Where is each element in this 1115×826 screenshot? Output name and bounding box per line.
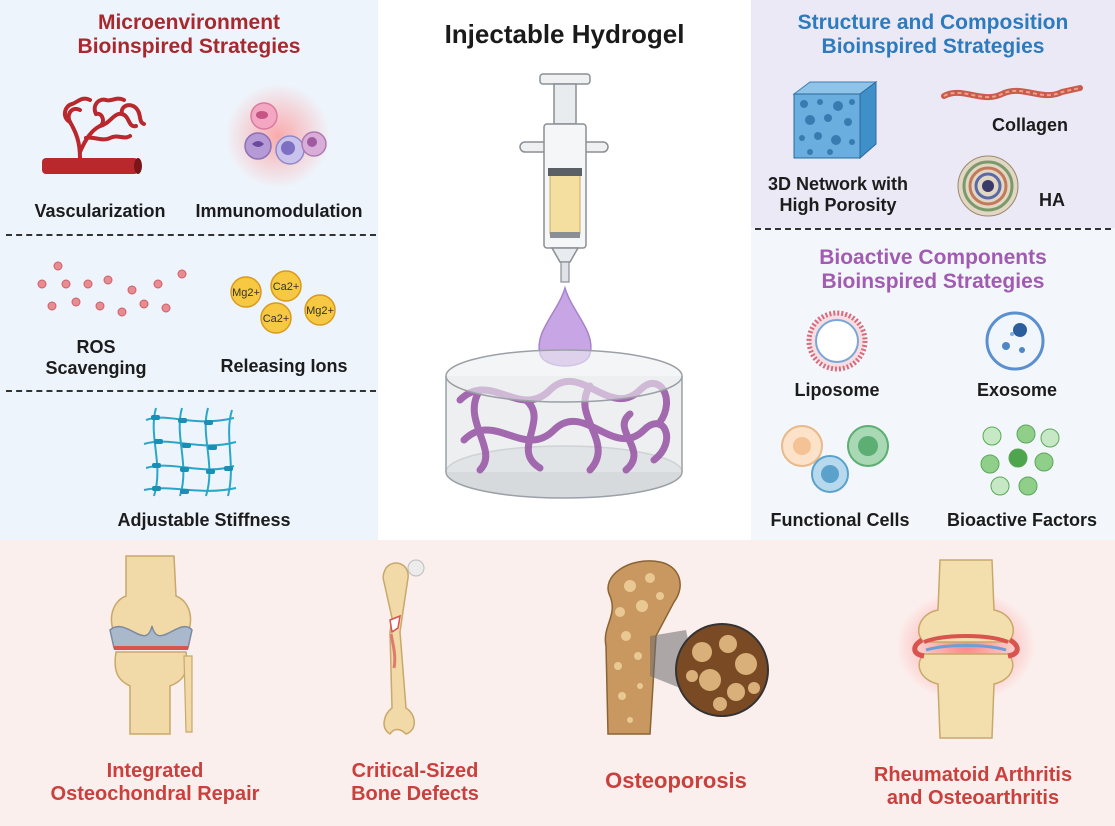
microenvironment-panel <box>0 0 378 540</box>
ros-particles-icon <box>37 261 187 317</box>
femur-defect-icon <box>382 559 425 736</box>
ion-mg-1-label: Mg2+ <box>232 287 260 299</box>
polymer-network-icon <box>143 407 237 497</box>
page-title: Injectable Hydrogel <box>444 19 685 49</box>
structure-heading: Structure and Composition Bioinspired St… <box>751 11 1115 59</box>
adjustable-stiffness-label: Adjustable Stiffness <box>117 510 291 530</box>
bioactive-factors-icon <box>980 424 1060 496</box>
osteoporotic-bone-icon <box>604 560 769 735</box>
osteoporosis-label: Osteoporosis <box>605 768 747 793</box>
functional-cells-icon <box>781 425 889 493</box>
micro-heading-line2: Bioinspired Strategies <box>77 35 301 59</box>
arthritis-label-line1: Rheumatoid Arthritis <box>873 764 1073 786</box>
syringe-hydrogel-icon <box>445 73 683 499</box>
arthritis-label-line2: and Osteoarthritis <box>886 787 1060 809</box>
right-divider <box>755 228 1111 230</box>
micro-divider-1 <box>6 234 376 236</box>
bioactive-heading: Bioactive Components Bioinspired Strateg… <box>751 246 1115 294</box>
ions-icon: Mg2+ Ca2+ Ca2+ Mg2+ <box>230 270 336 334</box>
functional-cells-label: Functional Cells <box>770 510 910 530</box>
structure-heading-line2: Bioinspired Strategies <box>821 35 1045 59</box>
vascularization-label: Vascularization <box>34 201 166 221</box>
porous-cube-icon <box>792 81 878 160</box>
network-label: 3D Network with High Porosity <box>752 174 924 215</box>
exosome-label: Exosome <box>976 380 1058 400</box>
micro-heading-line1: Microenvironment <box>97 11 281 34</box>
ros-label-line2: Scavenging <box>45 357 147 378</box>
bioactive-heading-line2: Bioinspired Strategies <box>821 270 1045 294</box>
ion-ca-1-label: Ca2+ <box>273 281 300 293</box>
ion-mg-2-label: Mg2+ <box>306 305 334 317</box>
collagen-label: Collagen <box>991 115 1068 135</box>
bioactive-heading-line1: Bioactive Components <box>819 246 1047 269</box>
structure-heading-line1: Structure and Composition <box>797 11 1069 34</box>
hyaluronic-acid-icon <box>957 155 1019 217</box>
collagen-fiber-icon <box>941 85 1083 101</box>
ion-ca-2 <box>260 302 292 334</box>
immunomodulation-label: Immunomodulation <box>195 201 363 221</box>
hydrogel-dish <box>445 349 683 499</box>
bone-defects-label: Critical-Sized Bone Defects <box>300 760 530 806</box>
immune-cells-icon <box>226 84 330 188</box>
osteochondral-label-line1: Integrated <box>106 760 204 782</box>
osteochondral-label-line2: Osteochondral Repair <box>50 783 260 805</box>
syringe-icon <box>519 73 609 283</box>
micro-heading: Microenvironment Bioinspired Strategies <box>0 11 378 59</box>
osteochondral-label: Integrated Osteochondral Repair <box>20 760 290 806</box>
arthritis-label: Rheumatoid Arthritis and Osteoarthritis <box>848 764 1098 810</box>
arthritic-joint-icon <box>896 559 1036 739</box>
liposome-label: Liposome <box>794 380 880 400</box>
bioactive-panel <box>751 228 1115 540</box>
knee-joint-icon <box>109 555 193 735</box>
network-label-line1: 3D Network with <box>767 174 909 194</box>
ion-mg-1 <box>230 276 262 308</box>
micro-divider-2 <box>6 390 376 392</box>
bone-defects-label-line1: Critical-Sized <box>351 760 479 782</box>
ha-label: HA <box>1039 190 1065 210</box>
ion-mg-2 <box>304 294 336 326</box>
bioactive-factors-label: Bioactive Factors <box>946 510 1098 530</box>
exosome-icon <box>985 311 1045 371</box>
ros-label-line1: ROS <box>76 337 116 357</box>
ion-ca-1 <box>270 270 302 302</box>
bone-defects-label-line2: Bone Defects <box>351 783 479 805</box>
releasing-ions-label: Releasing Ions <box>220 356 348 376</box>
ros-label: ROS Scavenging <box>26 337 166 378</box>
network-label-line2: High Porosity <box>779 194 897 215</box>
liposome-icon <box>806 310 868 372</box>
blood-vessel-icon <box>42 96 146 174</box>
ion-ca-2-label: Ca2+ <box>263 313 290 325</box>
